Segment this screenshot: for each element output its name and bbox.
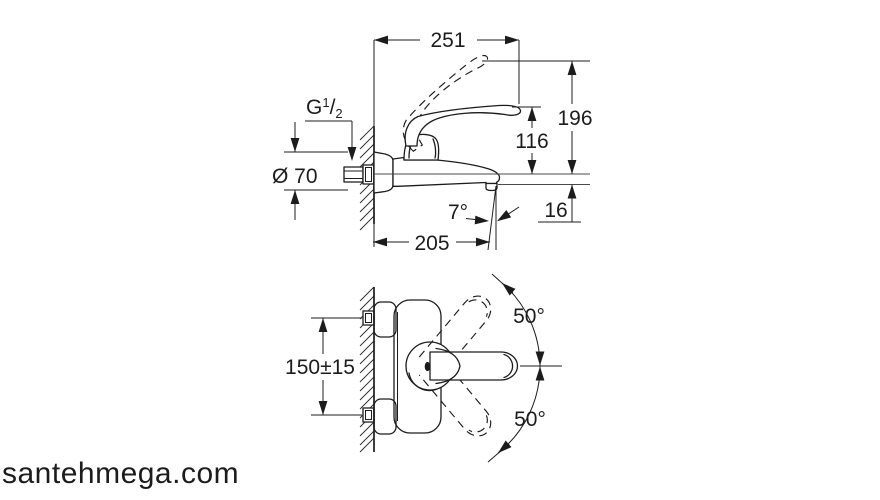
lower-escutcheon xyxy=(373,398,397,435)
wall-flange xyxy=(373,151,394,194)
side-view-drawing: 251 G1/2 Ø 70 116 xyxy=(272,29,593,255)
lower-swivel-angle-label: 50° xyxy=(514,408,546,431)
dim-flange-diameter: Ø 70 xyxy=(272,122,348,220)
watermark-text: santehmega.com xyxy=(2,457,239,490)
flange-diameter-label: Ø 70 xyxy=(272,165,318,188)
lever-height-label: 116 xyxy=(515,130,548,153)
plan-view-drawing: 50° 50° 150±15 xyxy=(285,273,562,463)
pipe-stub xyxy=(343,166,364,183)
thread-callout: G1/2 xyxy=(305,95,357,161)
supply-pipe xyxy=(343,164,375,185)
faucet-body-spout xyxy=(392,156,501,187)
lever-pivot-dot xyxy=(424,361,431,372)
spray-angle-label: 7° xyxy=(448,201,468,224)
dim-251-label: 251 xyxy=(430,29,465,52)
total-height-label: 196 xyxy=(557,107,592,130)
dim-205: 205 xyxy=(373,232,490,255)
dim-150: 150±15 xyxy=(285,317,362,416)
lever-handle-plan xyxy=(429,351,519,381)
swivel-arc-dimension: 50° 50° xyxy=(487,273,546,463)
dim-16: 16 xyxy=(538,184,581,223)
outlet-offset-label: 16 xyxy=(544,199,567,222)
lever-raised-dashed xyxy=(402,54,489,152)
spout-reach-label: 205 xyxy=(414,232,449,255)
aerator xyxy=(485,182,498,192)
mounting-distance-label: 150±15 xyxy=(285,356,355,379)
upper-swivel-angle-label: 50° xyxy=(513,305,545,328)
upper-escutcheon xyxy=(373,301,397,338)
lever-swivel-up-dashed xyxy=(418,295,492,376)
dim-251: 251 xyxy=(374,29,520,104)
lever-handle-side xyxy=(404,104,522,147)
lever-swivel-down-dashed xyxy=(418,356,492,437)
water-stream-angle xyxy=(465,185,520,251)
dim-196: 196 xyxy=(482,60,593,174)
lever-base-collar xyxy=(435,347,461,385)
thread-size-label: G1/2 xyxy=(306,95,343,121)
dim-116: 116 xyxy=(512,106,549,174)
